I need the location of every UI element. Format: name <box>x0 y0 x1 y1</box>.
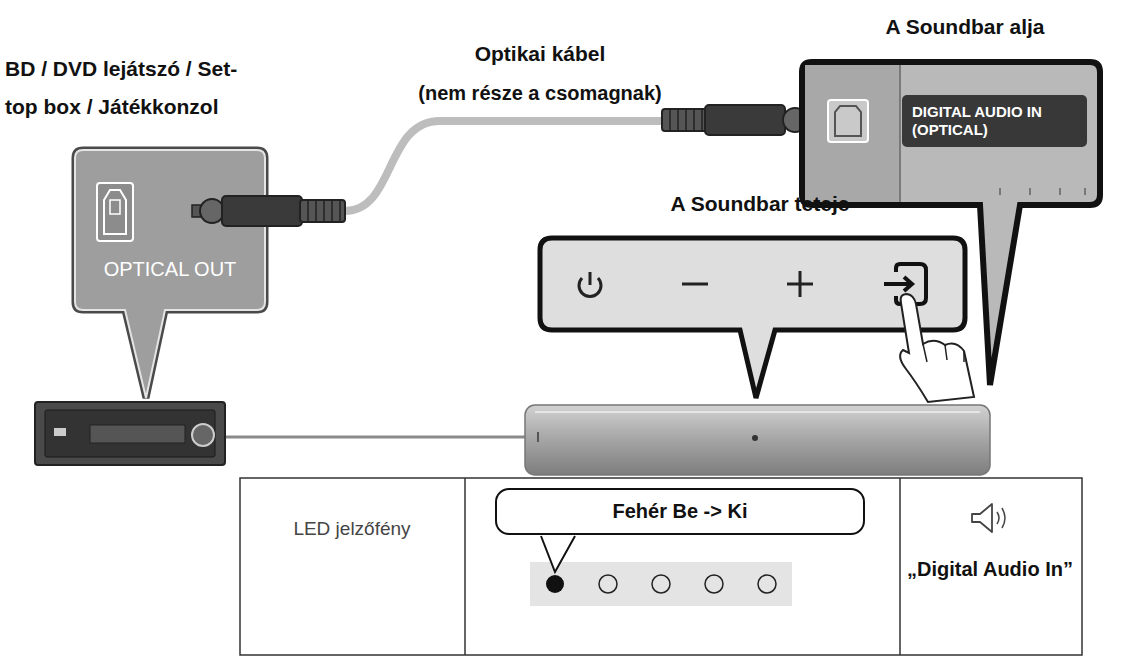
bd-player-part <box>35 402 225 465</box>
led-bubble: Fehér Be -> Ki <box>495 488 865 535</box>
led-table-part <box>758 575 776 593</box>
node-text: Fehér Be -> Ki <box>527 500 833 523</box>
player-callout <box>75 150 265 398</box>
soundbar-bottom-callout-part <box>1000 188 1085 195</box>
player-callout-part <box>110 200 120 214</box>
led-table-part <box>530 562 792 606</box>
bd-player-part <box>225 436 526 439</box>
cable-note: (nem része a csomagnak) <box>418 82 661 105</box>
soundbar-bottom-callout-part <box>828 100 868 142</box>
soundbar-top-callout-part <box>904 277 912 291</box>
soundbar-top-callout-part <box>682 283 708 286</box>
soundbar-part <box>535 411 980 413</box>
pointing-hand-part <box>900 294 974 402</box>
node-text: OPTICAL OUT <box>75 258 265 281</box>
optical-plug-part <box>222 196 302 226</box>
soundbar-bottom-callout-part <box>805 65 900 202</box>
soundbar-part <box>525 405 990 475</box>
bd-player <box>35 402 526 465</box>
soundbar-top-callout-part <box>540 238 965 398</box>
soundbar-part <box>537 432 539 442</box>
led-table-part <box>541 536 575 572</box>
speaker-icon-part <box>997 508 1005 528</box>
led-table-part <box>899 478 901 655</box>
node-text: DIGITAL AUDIO IN (OPTICAL) <box>912 103 1077 139</box>
led-table-part <box>652 575 670 593</box>
soundbar-bottom-callout-part <box>802 62 1100 385</box>
led-table <box>240 478 1082 655</box>
led-table-part <box>599 575 617 593</box>
optical-plug-part <box>705 105 785 135</box>
bd-player-part <box>45 410 215 457</box>
bd-player-part <box>54 428 66 436</box>
soundbar <box>525 405 990 475</box>
optical-plug-part <box>200 199 224 223</box>
pointing-hand <box>900 294 974 402</box>
player-callout-part <box>75 150 265 398</box>
soundbar-bottom-callout-part <box>899 65 901 202</box>
optical-plug-part <box>670 109 702 131</box>
player-callout-part <box>104 190 126 234</box>
led-table-part <box>240 478 1082 655</box>
table-cell: LED jelzőfény <box>277 510 427 548</box>
bd-player-part <box>90 425 185 443</box>
led-table-part <box>705 575 723 593</box>
optical-plug-part <box>300 200 345 222</box>
soundbar-bottom-callout <box>802 62 1100 385</box>
soundbar-top-callout-part <box>884 282 910 286</box>
led-table-part <box>464 478 466 655</box>
table-cell: „Digital Audio In” <box>907 558 1073 581</box>
cable-name: Optikai kábel <box>475 42 606 66</box>
soundbar-top-callout <box>540 238 965 398</box>
optical-plug <box>662 105 819 135</box>
device-heading: BD / DVD lejátszó / Set-top box / Játékk… <box>5 50 335 126</box>
soundbar-top-callout-part <box>799 271 802 297</box>
optical-plug-part <box>308 200 340 222</box>
led-table-part <box>546 575 564 593</box>
pointing-hand-part <box>923 344 964 362</box>
speaker-icon-part <box>972 504 992 532</box>
part-name: A Soundbar teteje <box>671 192 850 216</box>
optical-plug <box>192 196 345 226</box>
soundbar-top-callout-part <box>589 272 592 285</box>
optical-plug-part <box>662 109 707 131</box>
soundbar-bottom-callout-part <box>835 106 861 136</box>
bd-player-part <box>192 424 214 446</box>
player-callout-part <box>75 150 265 398</box>
player-callout-part <box>97 183 133 241</box>
port-label: DIGITAL AUDIO IN (OPTICAL) <box>902 95 1087 147</box>
speaker-icon <box>972 504 1005 532</box>
part-name: A Soundbar alja <box>885 15 1044 39</box>
port-callout: OPTICAL OUT <box>75 150 265 310</box>
soundbar-part <box>752 435 758 441</box>
